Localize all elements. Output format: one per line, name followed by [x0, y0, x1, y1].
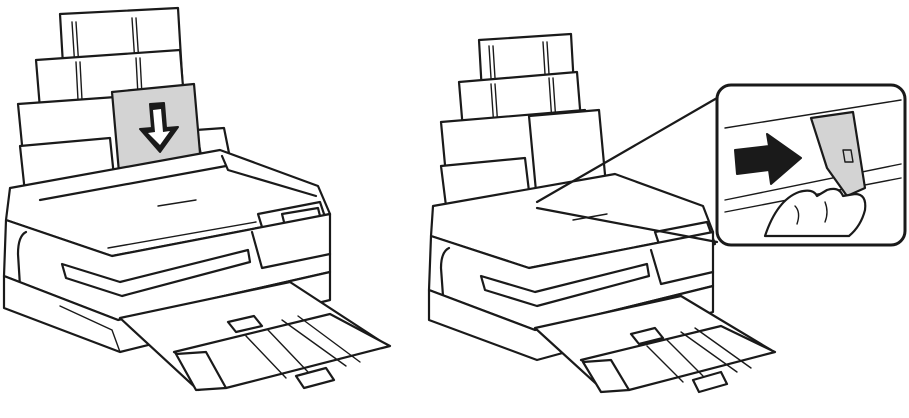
tray-side: [174, 350, 228, 392]
callout-line-top: [535, 96, 719, 204]
tray-stopper-front: [691, 370, 729, 394]
tray-side: [581, 358, 631, 394]
right-arrow-icon: [734, 133, 802, 185]
tray-stopper-back: [629, 326, 665, 346]
edge-guide-icon: [809, 110, 867, 198]
zoom-callout: [715, 83, 907, 247]
tray-stopper-back: [226, 314, 264, 334]
printer-illustration-right: [427, 32, 907, 394]
tray-stopper-front: [294, 366, 336, 390]
printer-illustration-left: [2, 6, 392, 392]
down-arrow-icon: [139, 102, 179, 153]
printer-icon: [427, 32, 777, 394]
panel-slide-edge-guide: [425, 0, 909, 418]
panel-insert-paper: [0, 0, 420, 418]
hand-icon: [763, 187, 867, 238]
callout-line-bottom: [535, 206, 719, 244]
printer-icon: [2, 6, 392, 392]
